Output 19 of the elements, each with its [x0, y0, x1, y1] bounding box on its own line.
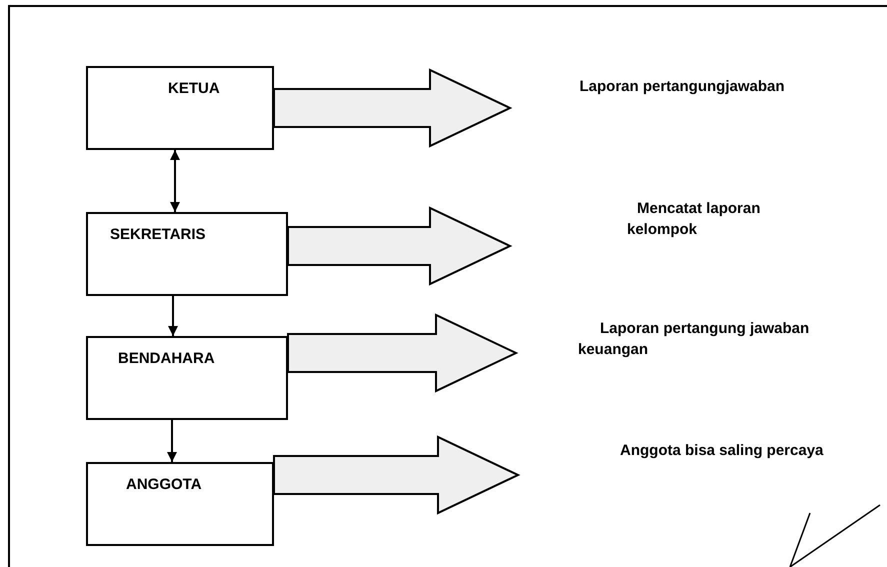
block-arrow [273, 68, 512, 148]
role-label: BENDAHARA [118, 350, 215, 367]
role-box [86, 336, 288, 420]
description-text: Anggota bisa saling percaya [620, 441, 824, 461]
arrow [168, 296, 178, 336]
role-label: SEKRETARIS [110, 226, 206, 243]
block-arrow [273, 435, 520, 515]
role-box [86, 462, 274, 546]
description-text: Laporan pertangungjawaban [578, 77, 786, 97]
arrow [170, 150, 180, 212]
role-label: ANGGOTA [126, 476, 202, 493]
role-label: KETUA [168, 80, 220, 97]
role-box [86, 66, 274, 150]
description-text: Laporan pertangung jawaban keuangan [578, 319, 810, 360]
description-text: Mencatat laporan kelompok [627, 199, 762, 240]
arrow [167, 420, 177, 462]
block-arrow [287, 313, 518, 393]
role-box [86, 212, 288, 296]
block-arrow [287, 206, 512, 286]
